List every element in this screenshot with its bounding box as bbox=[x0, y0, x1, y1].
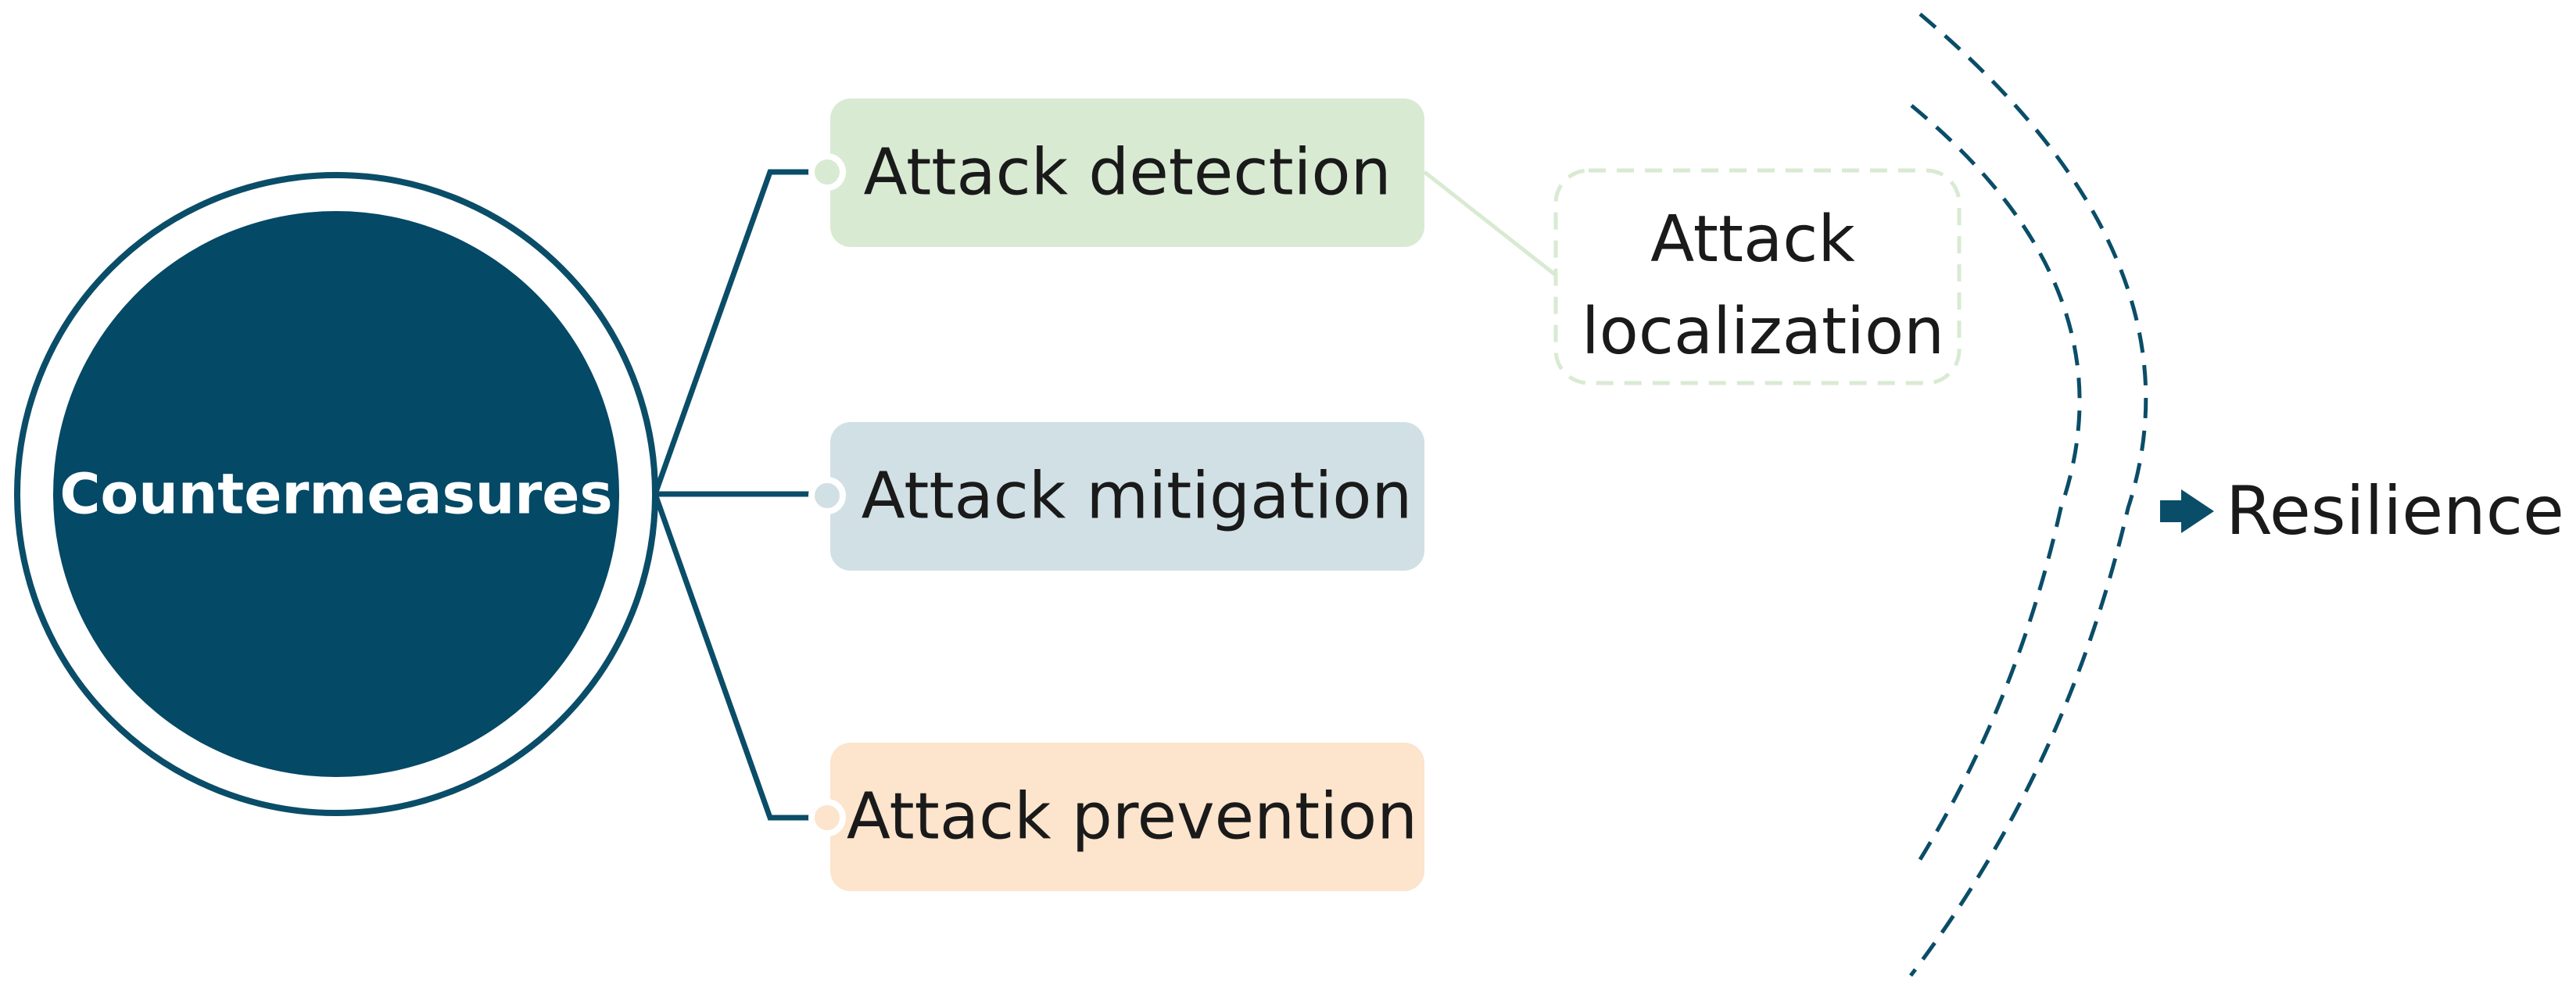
branch-detection: Attack detection bbox=[808, 98, 1424, 247]
localization-connector bbox=[1423, 170, 1557, 277]
branch-prevention: Attack prevention bbox=[808, 743, 1424, 891]
sub-branch-localization: Attack localization bbox=[1423, 168, 1962, 385]
connector-prevention bbox=[652, 492, 830, 821]
detection-box bbox=[830, 98, 1424, 247]
result-label: Resilience bbox=[2226, 472, 2564, 550]
detection-label: Attack detection bbox=[863, 136, 1391, 210]
prevention-box bbox=[830, 743, 1424, 891]
localization-label: Attack localization bbox=[1582, 202, 1944, 369]
hub-circle bbox=[53, 211, 619, 777]
localization-line-1: Attack bbox=[1650, 202, 1855, 277]
prevention-connector-dot bbox=[808, 799, 846, 836]
detection-connector-dot bbox=[808, 153, 846, 191]
mitigation-connector-dot bbox=[808, 477, 846, 514]
resilience-boundary bbox=[1909, 13, 2148, 977]
connector-detection bbox=[652, 169, 830, 496]
localization-line-2: localization bbox=[1582, 295, 1944, 369]
mitigation-label: Attack mitigation bbox=[862, 460, 1413, 534]
branch-mitigation: Attack mitigation bbox=[808, 422, 1424, 571]
localization-box bbox=[1553, 168, 1962, 385]
right-arrow-icon bbox=[2160, 489, 2214, 533]
prevention-label: Attack prevention bbox=[847, 780, 1417, 854]
result-node: Resilience bbox=[2160, 472, 2564, 550]
hub-node: Countermeasures bbox=[14, 172, 658, 816]
mitigation-box bbox=[830, 422, 1424, 571]
boundary-arc-outer bbox=[1909, 13, 2148, 977]
connectors bbox=[652, 169, 830, 821]
hub-label: Countermeasures bbox=[59, 462, 612, 527]
